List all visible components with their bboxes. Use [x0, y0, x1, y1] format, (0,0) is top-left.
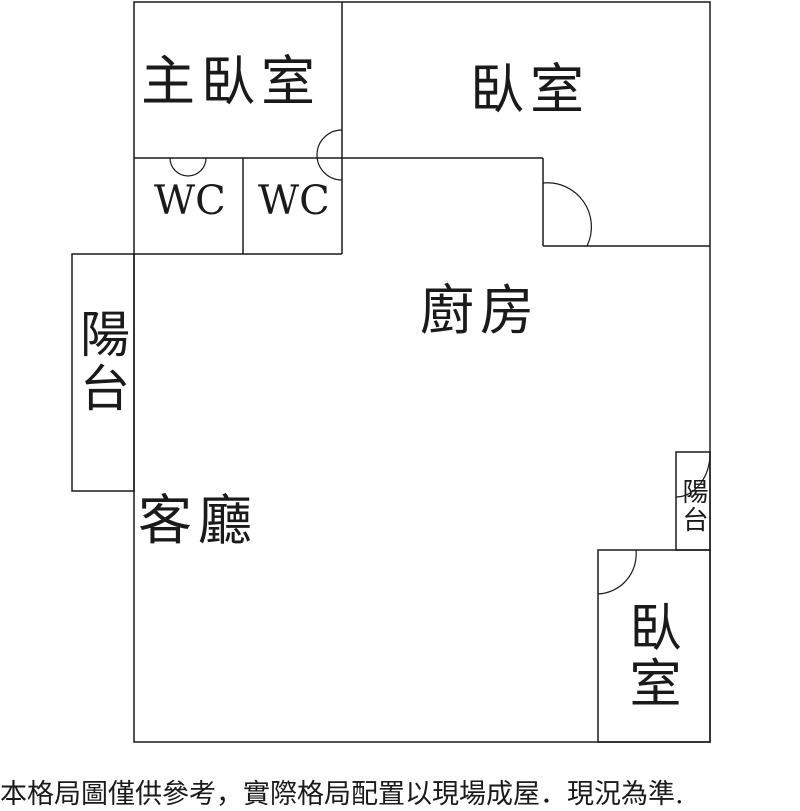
- disclaimer-caption: 本格局圖僅供參考，實際格局配置以現場成屋．現況為準.: [0, 779, 684, 810]
- door-balcony-right: [675, 451, 711, 498]
- bedroom-bottom-outline: [597, 549, 711, 743]
- room-label-living-room: 客廳: [138, 489, 258, 552]
- room-label-wc-right: WC: [258, 178, 330, 224]
- room-label-bedroom-top: 臥室: [470, 58, 590, 121]
- door-master-bedroom: [316, 129, 343, 181]
- balcony-left-outline: [71, 253, 135, 492]
- room-label-master-bedroom: 主臥室: [141, 50, 321, 113]
- room-label-wc-left: WC: [154, 178, 226, 224]
- room-label-balcony-left: 陽台: [72, 308, 130, 416]
- door-bedroom-top: [542, 182, 592, 247]
- room-label-kitchen: 廚房: [420, 279, 540, 342]
- door-wc-left: [169, 157, 207, 177]
- door-bedroom-bottom: [597, 549, 637, 595]
- room-label-bedroom-bottom: 臥室: [620, 600, 680, 712]
- room-label-balcony-right: 陽台: [678, 478, 708, 534]
